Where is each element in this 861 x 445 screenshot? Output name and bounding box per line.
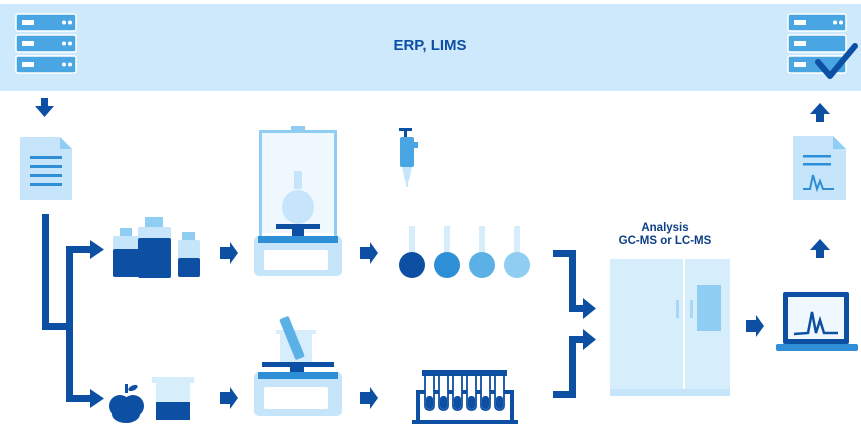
arrow-down-icon (35, 98, 54, 117)
analysis-label-line2: GC-MS or LC-MS (618, 235, 712, 247)
server-stack-check-icon (787, 13, 858, 79)
laptop-chromatogram-icon (776, 292, 858, 351)
test-tube-rack-icon (412, 370, 518, 424)
pipette-icon (399, 128, 418, 187)
arrow-up-icon (810, 103, 830, 122)
arrow-right-icon (220, 387, 238, 409)
beaker-icon (152, 377, 194, 420)
banner-title: ERP, LIMS (393, 37, 467, 54)
arrow-right-icon (746, 315, 764, 337)
arrow-up-icon (810, 239, 830, 258)
arrow-right-icon (360, 387, 378, 409)
connector-lines (42, 214, 104, 408)
document-icon (20, 137, 72, 200)
bottles-icon (113, 217, 200, 278)
analysis-label: Analysis GC-MS or LC-MS (590, 222, 740, 248)
server-stack-icon (15, 13, 77, 74)
analyzer-instrument-icon (610, 259, 730, 396)
arrow-right-icon (220, 242, 238, 264)
volumetric-flasks-icon (399, 226, 530, 278)
erp-lims-banner (0, 4, 861, 91)
connector-lines (553, 250, 596, 398)
apple-icon (109, 384, 144, 423)
report-document-icon (793, 136, 846, 200)
balance-with-flask-icon (254, 126, 342, 276)
arrow-right-icon (360, 242, 378, 264)
balance-with-beaker-icon (254, 316, 342, 416)
analysis-label-line1: Analysis (641, 222, 689, 234)
